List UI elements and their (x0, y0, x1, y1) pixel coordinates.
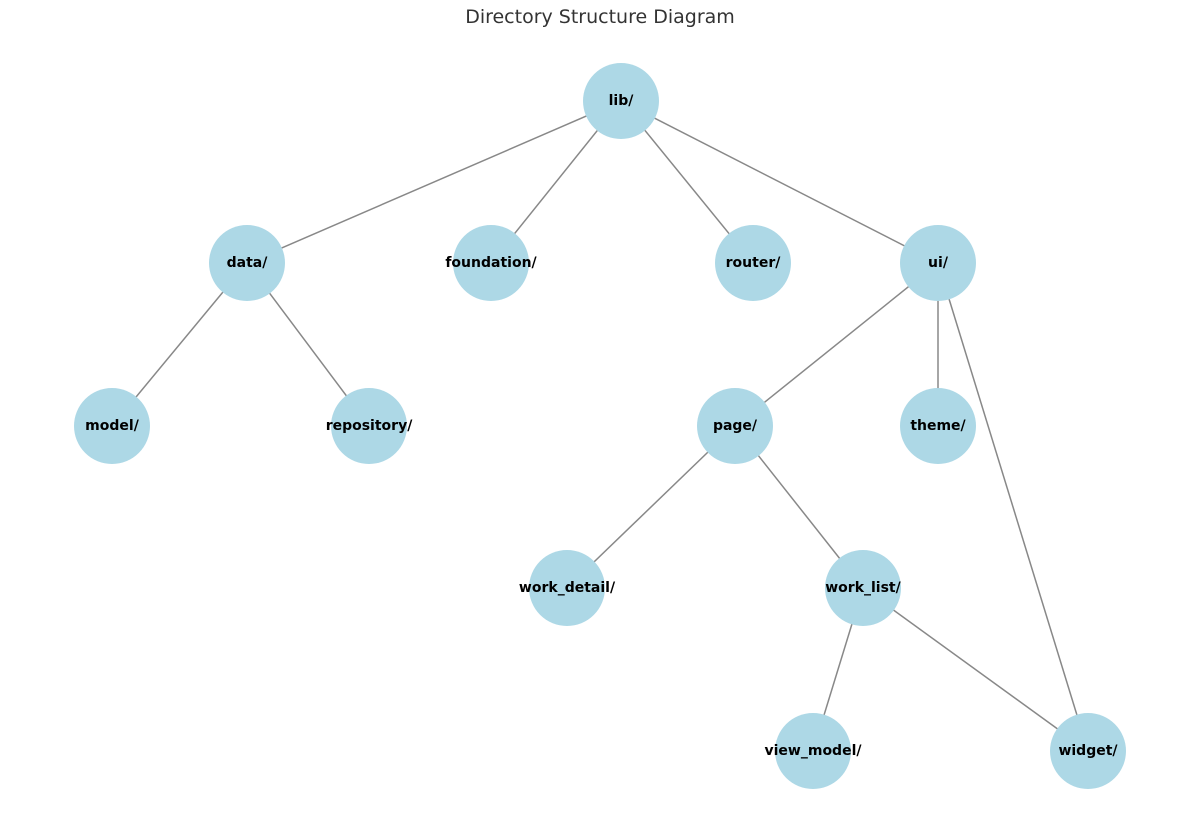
node-lib: lib/ (583, 63, 659, 139)
node-label-theme: theme/ (910, 418, 966, 434)
node-circle-model (74, 388, 150, 464)
node-label-lib: lib/ (609, 93, 635, 109)
node-circle-ui (900, 225, 976, 301)
node-circle-widget (1050, 713, 1126, 789)
node-view_model: view_model/ (765, 713, 863, 789)
node-circle-data (209, 225, 285, 301)
node-label-router: router/ (726, 255, 782, 271)
node-label-work_list: work_list/ (825, 580, 901, 596)
node-label-work_detail: work_detail/ (519, 580, 616, 596)
node-ui: ui/ (900, 225, 976, 301)
node-label-foundation: foundation/ (445, 255, 537, 271)
edge-page-work_detail (566, 425, 736, 589)
node-work_detail: work_detail/ (519, 550, 616, 626)
node-work_list: work_list/ (825, 550, 902, 626)
node-circle-theme (900, 388, 976, 464)
node-circle-repository (331, 388, 407, 464)
node-router: router/ (715, 225, 791, 301)
node-label-view_model: view_model/ (765, 743, 863, 759)
node-model: model/ (74, 388, 150, 464)
node-label-widget: widget/ (1058, 743, 1118, 759)
node-page: page/ (697, 388, 773, 464)
node-label-ui: ui/ (928, 255, 949, 271)
edge-lib-ui (620, 100, 939, 264)
node-circle-foundation (453, 225, 529, 301)
node-label-model: model/ (85, 418, 140, 434)
node-data: data/ (209, 225, 285, 301)
node-circle-work_list (825, 550, 901, 626)
node-label-data: data/ (227, 255, 269, 271)
node-repository: repository/ (326, 388, 414, 464)
node-label-page: page/ (713, 418, 758, 434)
diagram-title: Directory Structure Diagram (465, 6, 735, 28)
node-circle-router (715, 225, 791, 301)
edge-ui-page (734, 262, 939, 427)
edge-work_list-widget (862, 587, 1089, 752)
node-widget: widget/ (1050, 713, 1126, 789)
node-circle-view_model (775, 713, 851, 789)
edge-ui-widget (937, 262, 1089, 752)
edge-lib-data (246, 100, 622, 264)
node-foundation: foundation/ (445, 225, 538, 301)
node-circle-lib (583, 63, 659, 139)
node-layer: lib/data/foundation/router/ui/model/repo… (74, 63, 1126, 789)
node-label-repository: repository/ (326, 418, 414, 434)
node-circle-page (697, 388, 773, 464)
node-circle-work_detail (529, 550, 605, 626)
node-theme: theme/ (900, 388, 976, 464)
